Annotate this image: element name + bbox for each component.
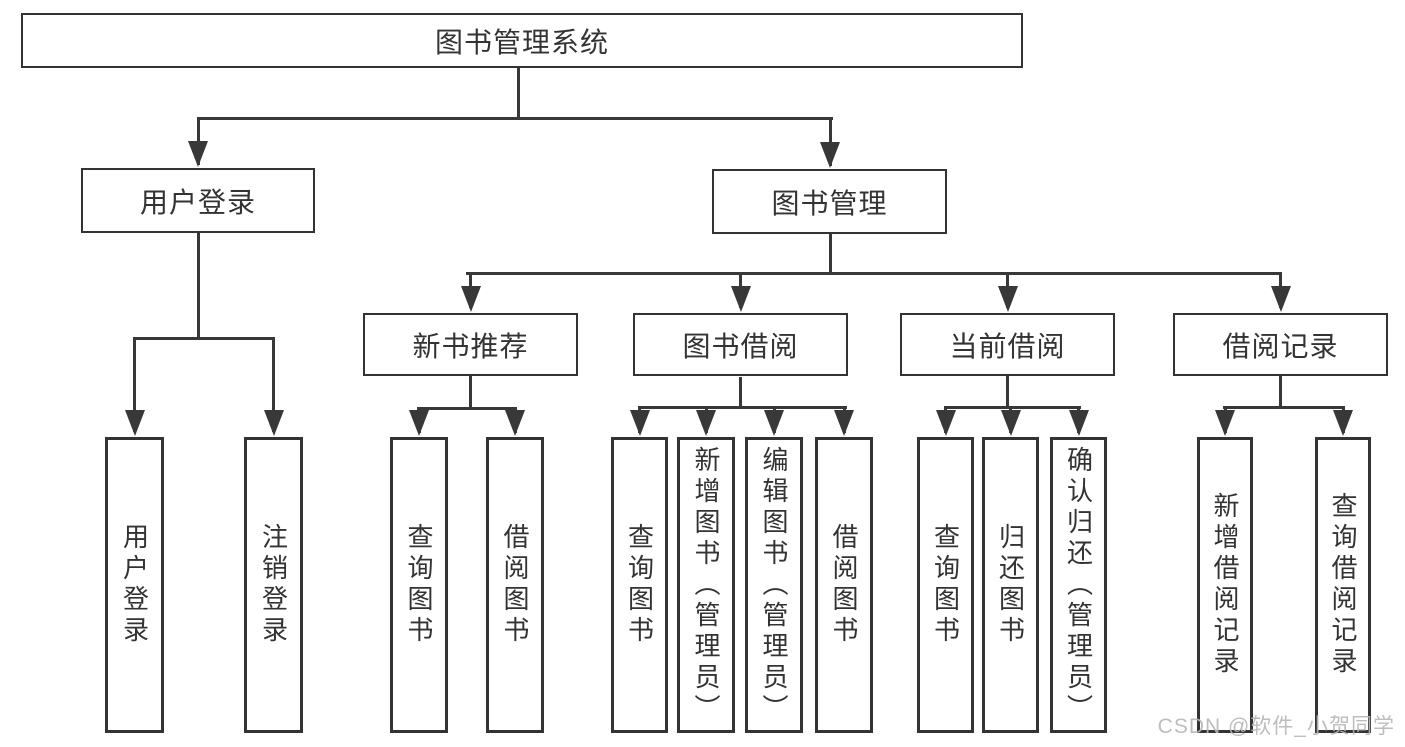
arrow-down-icon — [124, 410, 145, 436]
arrow-down-icon — [409, 410, 429, 436]
leaf-query-borrow-record: 查询借阅记录 — [1315, 437, 1371, 733]
node-book-management-label: 图书管理 — [771, 187, 888, 219]
node-book-management: 图书管理 — [712, 169, 947, 234]
leaf-query-books-2: 查询图书 — [611, 437, 668, 733]
arrow-down-icon — [820, 142, 840, 168]
arrow-down-icon — [1215, 410, 1235, 436]
connector-line — [197, 117, 833, 120]
connector-line — [517, 68, 520, 120]
leaf-query-books-1: 查询图书 — [390, 437, 448, 733]
node-book-borrow-label: 图书借阅 — [682, 330, 799, 362]
connector-line — [197, 233, 200, 338]
arrow-down-icon — [764, 410, 784, 436]
leaf-user-login: 用户登录 — [105, 437, 164, 733]
connector-line — [417, 407, 517, 410]
leaf-borrow-books-2: 借阅图书 — [815, 437, 873, 733]
arrow-down-icon — [834, 410, 854, 436]
arrow-down-icon — [1270, 286, 1291, 312]
leaf-borrow-books-1: 借阅图书 — [486, 437, 544, 733]
connector-line — [469, 376, 472, 408]
connector-line — [944, 406, 1081, 409]
connector-line — [1006, 376, 1009, 407]
leaf-return-book: 归还图书 — [982, 437, 1039, 733]
connector-line — [133, 337, 275, 340]
arrow-down-icon — [1068, 410, 1089, 436]
connector-line — [1279, 376, 1282, 407]
leaf-logout: 注销登录 — [244, 437, 303, 733]
node-current-borrow-label: 当前借阅 — [949, 330, 1066, 362]
node-borrow-records: 借阅记录 — [1173, 313, 1388, 376]
arrow-down-icon — [1333, 410, 1353, 436]
node-borrow-records-label: 借阅记录 — [1222, 330, 1339, 362]
leaf-query-books-3: 查询图书 — [917, 437, 974, 733]
arrow-down-icon — [460, 286, 481, 312]
leaf-edit-book-admin: 编辑图书（管理员） — [745, 437, 803, 733]
connector-line — [829, 234, 832, 273]
arrow-down-icon — [505, 410, 525, 436]
node-root: 图书管理系统 — [21, 13, 1023, 68]
arrow-down-icon — [997, 286, 1018, 312]
leaf-confirm-return-admin: 确认归还（管理员） — [1050, 437, 1107, 733]
connector-line — [272, 340, 275, 432]
leaf-add-book-admin: 新增图书（管理员） — [677, 437, 735, 733]
connector-line — [466, 272, 1282, 275]
node-book-borrow: 图书借阅 — [633, 313, 848, 376]
node-root-label: 图书管理系统 — [434, 26, 609, 58]
connector-line — [638, 406, 847, 409]
arrow-down-icon — [629, 410, 650, 436]
arrow-down-icon — [696, 410, 716, 436]
watermark: CSDN @软件_小贺同学 — [1157, 715, 1395, 738]
node-user-login-label: 用户登录 — [139, 186, 256, 218]
arrow-down-icon — [1000, 410, 1021, 436]
arrow-down-icon — [263, 410, 284, 436]
connector-line — [1223, 406, 1345, 409]
leaf-add-borrow-record: 新增借阅记录 — [1197, 437, 1253, 733]
node-new-book-recommend-label: 新书推荐 — [412, 330, 529, 362]
node-user-login: 用户登录 — [81, 168, 315, 233]
connector-line — [133, 340, 136, 432]
node-current-borrow: 当前借阅 — [900, 313, 1115, 376]
arrow-down-icon — [935, 410, 956, 436]
arrow-down-icon — [188, 141, 208, 167]
connector-line — [739, 377, 742, 407]
node-new-book-recommend: 新书推荐 — [363, 313, 578, 376]
arrow-down-icon — [730, 286, 751, 312]
